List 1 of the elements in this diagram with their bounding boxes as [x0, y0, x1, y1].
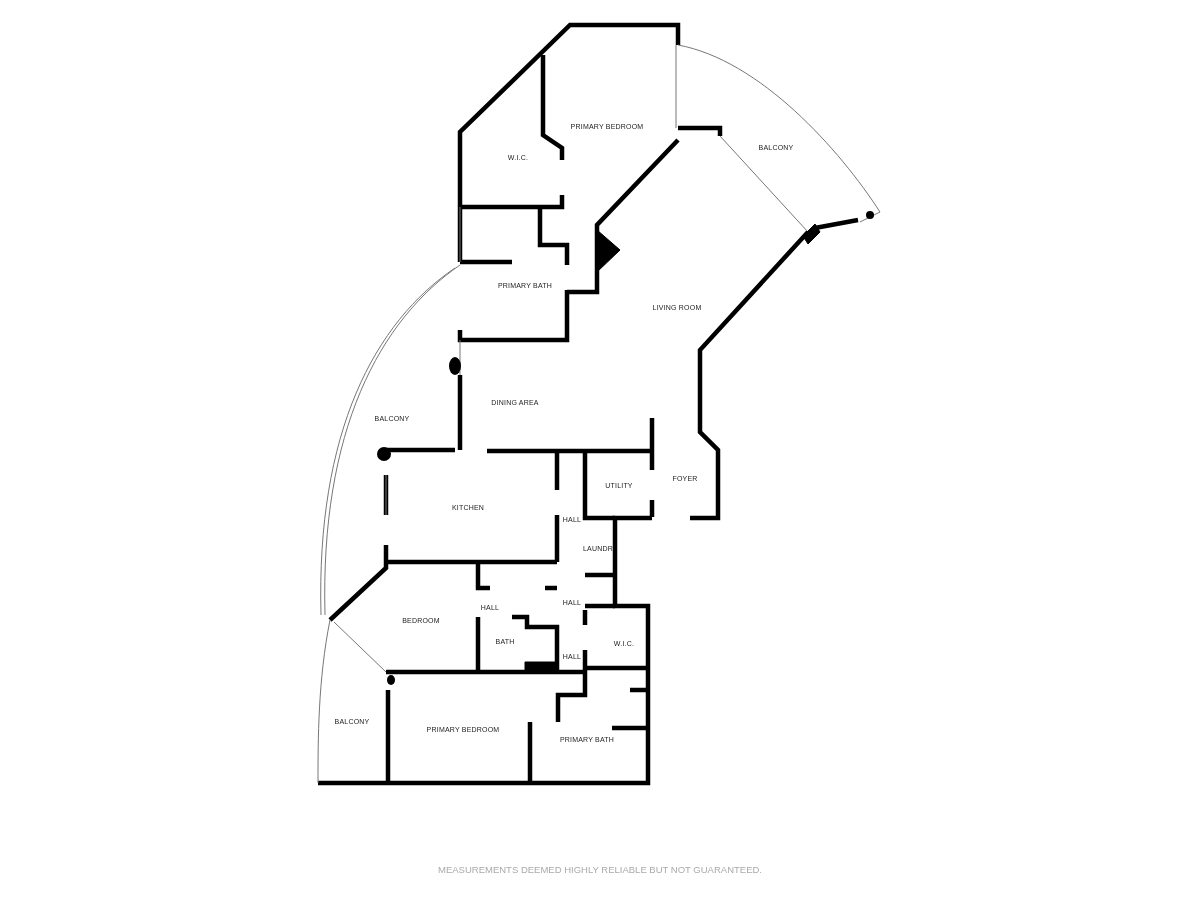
disclaimer-note: MEASUREMENTS DEEMED HIGHLY RELIABLE BUT NOT GUARANTEED. — [438, 863, 762, 875]
